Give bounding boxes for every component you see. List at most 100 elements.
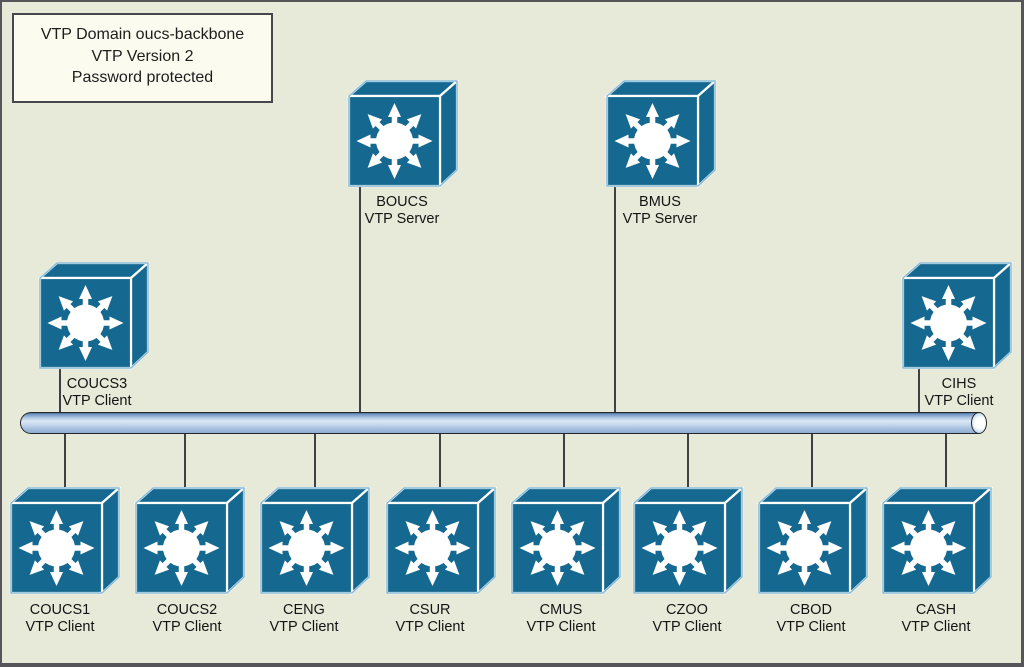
link-CSUR — [439, 432, 441, 494]
multilayer-switch-glyph — [520, 510, 596, 586]
cube-top-face — [347, 80, 459, 98]
link-CIHS — [918, 366, 920, 418]
link-COUCS2 — [184, 432, 186, 494]
cube-right-face — [438, 80, 459, 188]
vtp-domain-info-box: VTP Domain oucs-backbone VTP Version 2 P… — [12, 13, 273, 103]
node-name: CSUR — [409, 602, 451, 618]
cube-edge-highlight — [633, 487, 743, 594]
multilayer-switch-glyph — [642, 510, 718, 586]
info-line-domain: VTP Domain oucs-backbone — [40, 26, 245, 43]
switch-icon — [347, 80, 459, 188]
link-CZOO — [687, 432, 689, 494]
node-name: BMUS — [639, 194, 681, 210]
cube-edge-highlight — [10, 487, 120, 594]
cube-edge-highlight — [386, 487, 496, 594]
switch-node-CASH[interactable]: CASH VTP Client — [881, 487, 993, 635]
link-COUCS1 — [64, 432, 66, 494]
node-name: BOUCS — [376, 194, 428, 210]
info-line-version: VTP Version 2 — [91, 47, 194, 65]
multilayer-switch-glyph — [767, 510, 843, 586]
cube-right-face — [696, 80, 717, 188]
multilayer-switch-glyph — [357, 103, 433, 179]
multilayer-switch-glyph — [19, 510, 95, 586]
cube-right-face — [476, 487, 497, 595]
node-label: COUCS1 VTP Client — [25, 602, 94, 635]
switch-icon — [134, 487, 246, 595]
switch-node-COUCS3[interactable]: COUCS3 VTP Client — [38, 262, 150, 409]
switch-icon — [510, 487, 622, 595]
switch-icon — [632, 487, 744, 595]
switch-node-CBOD[interactable]: CBOD VTP Client — [757, 487, 869, 635]
node-role: VTP Client — [526, 618, 596, 635]
node-label: CSUR VTP Client — [395, 602, 464, 635]
cube-top-face — [605, 80, 717, 98]
link-BOUCS — [359, 185, 361, 418]
backbone-bus[interactable] — [20, 412, 980, 434]
cube-top-face — [38, 262, 150, 280]
cube-top-face — [259, 487, 371, 505]
node-label: CMUS VTP Client — [526, 602, 595, 635]
node-label: CIHS VTP Client — [924, 376, 993, 409]
switch-node-BOUCS[interactable]: BOUCS VTP Server — [347, 80, 459, 227]
switch-node-CMUS[interactable]: CMUS VTP Client — [510, 487, 622, 635]
cube-right-face — [129, 262, 150, 370]
node-name: CIHS — [941, 376, 977, 392]
cube-right-face — [350, 487, 371, 595]
cube-edge-highlight — [260, 487, 370, 594]
switch-node-BMUS[interactable]: BMUS VTP Server — [605, 80, 717, 227]
node-name: CBOD — [790, 602, 832, 618]
cube-edge-highlight — [135, 487, 245, 594]
node-role: VTP Client — [62, 392, 132, 409]
node-role: VTP Client — [269, 618, 339, 635]
cube-right-face — [992, 262, 1013, 370]
cube-edge-highlight — [758, 487, 868, 594]
node-name: COUCS3 — [66, 376, 128, 392]
node-name: CASH — [915, 602, 957, 618]
multilayer-switch-glyph — [48, 285, 124, 361]
node-role: VTP Client — [652, 618, 722, 635]
cube-top-face — [9, 487, 121, 505]
cube-top-face — [632, 487, 744, 505]
switch-node-COUCS2[interactable]: COUCS2 VTP Client — [134, 487, 246, 635]
cube-right-face — [848, 487, 869, 595]
switch-icon — [757, 487, 869, 595]
switch-node-CZOO[interactable]: CZOO VTP Client — [632, 487, 744, 635]
link-CENG — [314, 432, 316, 494]
multilayer-switch-glyph — [269, 510, 345, 586]
cube-edge-highlight — [348, 80, 458, 187]
node-role: VTP Client — [152, 618, 222, 635]
node-label: CASH VTP Client — [901, 602, 970, 635]
cube-top-face — [901, 262, 1013, 280]
node-role: VTP Server — [622, 210, 698, 227]
node-role: VTP Server — [364, 210, 440, 227]
link-COUCS3 — [59, 366, 61, 418]
link-CMUS — [563, 432, 565, 494]
cube-top-face — [385, 487, 497, 505]
cube-right-face — [225, 487, 246, 595]
node-label: CENG VTP Client — [269, 602, 338, 635]
switch-icon — [38, 262, 150, 370]
switch-icon — [259, 487, 371, 595]
cube-edge-highlight — [39, 262, 149, 369]
switch-node-COUCS1[interactable]: COUCS1 VTP Client — [9, 487, 121, 635]
multilayer-switch-glyph — [395, 510, 471, 586]
switch-node-CIHS[interactable]: CIHS VTP Client — [901, 262, 1013, 409]
cube-right-face — [972, 487, 993, 595]
multilayer-switch-glyph — [615, 103, 691, 179]
cube-top-face — [510, 487, 622, 505]
multilayer-switch-glyph — [891, 510, 967, 586]
multilayer-switch-glyph — [911, 285, 987, 361]
switch-icon — [881, 487, 993, 595]
cube-edge-highlight — [902, 262, 1012, 369]
node-label: CZOO VTP Client — [652, 602, 721, 635]
switch-node-CENG[interactable]: CENG VTP Client — [259, 487, 371, 635]
switch-icon — [605, 80, 717, 188]
switch-node-CSUR[interactable]: CSUR VTP Client — [385, 487, 497, 635]
node-role: VTP Client — [776, 618, 846, 635]
cube-right-face — [100, 487, 121, 595]
node-name: CMUS — [539, 602, 583, 618]
node-name: COUCS2 — [156, 602, 218, 618]
cube-top-face — [881, 487, 993, 505]
